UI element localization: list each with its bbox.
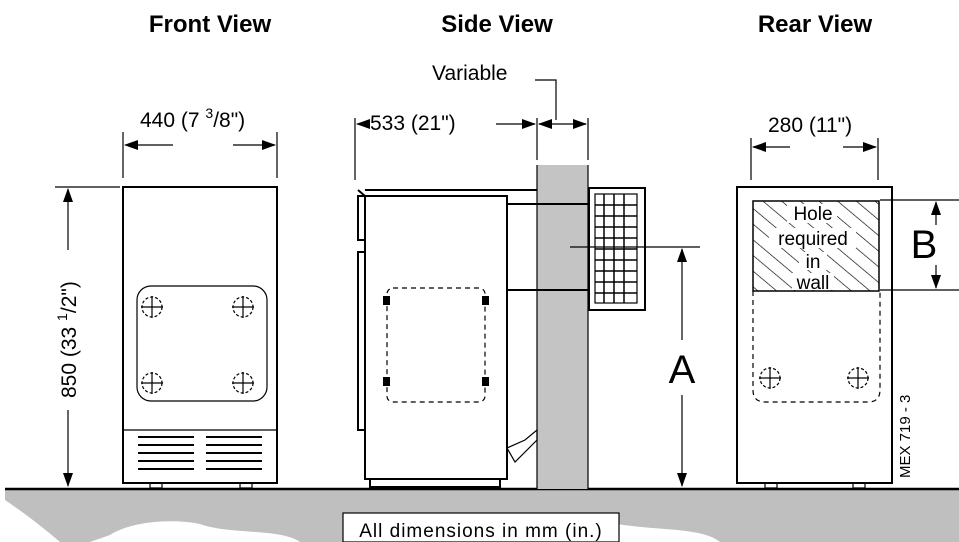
svg-text:wall: wall (796, 273, 830, 294)
outdoor-grille (588, 187, 646, 311)
dimension-a-label: A (669, 348, 696, 392)
height-label: 850 (33 1/2") (54, 281, 81, 398)
side-mount-points (383, 296, 489, 386)
svg-text:in: in (806, 252, 821, 273)
dimension-b-label: B (911, 223, 938, 267)
side-view: Variable 533 (21") (354, 62, 700, 489)
units-footnote: All dimensions in mm (in.) (359, 521, 603, 542)
side-depth-label: 533 (21") (370, 112, 456, 135)
front-vent-grille (138, 436, 262, 470)
wall-hole-text: Hole required in wall (769, 204, 856, 294)
rear-width-label: 280 (11") (768, 114, 852, 137)
side-view-title: Side View (441, 11, 553, 38)
variable-label: Variable (432, 62, 508, 85)
front-view-title: Front View (149, 11, 272, 38)
front-width-label: 440 (7 3/8") (140, 105, 245, 132)
side-cabinet (364, 195, 508, 480)
rear-cabinet (736, 186, 893, 484)
front-mount-points (141, 296, 254, 394)
svg-text:Hole: Hole (793, 204, 832, 225)
front-view: 440 (7 3/8") 850 (33 1/2") (54, 105, 278, 489)
rear-view: 280 (11") Hole required in wall B (736, 114, 959, 489)
rear-mount-points (759, 367, 869, 389)
outdoor-grille-slats (595, 194, 637, 303)
wall-section (537, 165, 588, 489)
svg-text:required: required (778, 229, 848, 250)
front-cabinet (122, 186, 278, 484)
reference-code: MEX 719 - 3 (897, 395, 914, 478)
front-panel (136, 285, 268, 402)
rear-view-title: Rear View (758, 11, 873, 38)
